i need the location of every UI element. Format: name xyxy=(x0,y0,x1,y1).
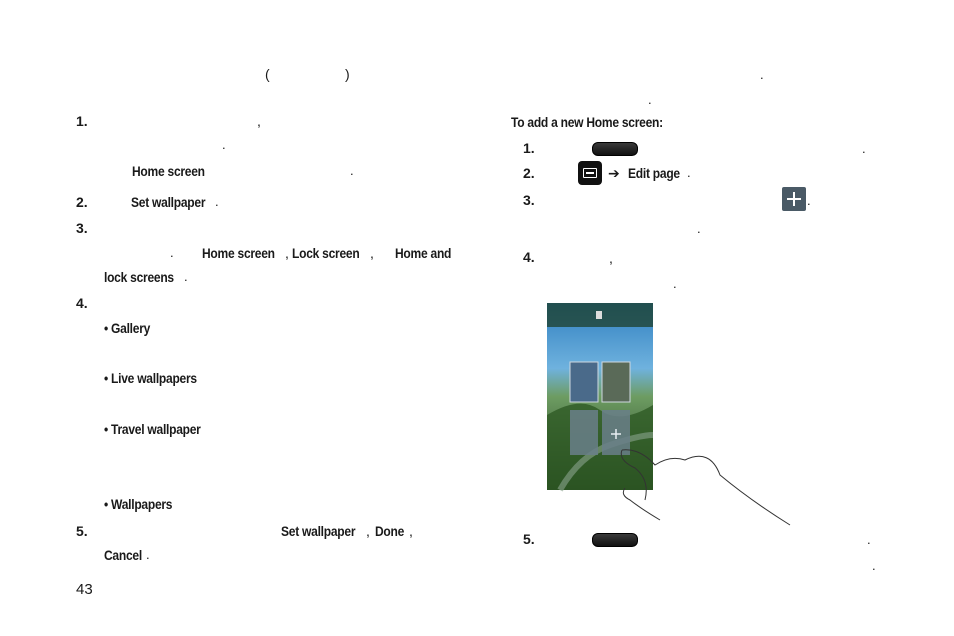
left-step2-set-wallpaper: Set wallpaper xyxy=(131,194,206,210)
device-home-screens-illustration xyxy=(547,303,654,492)
right-step5-number: 5. xyxy=(523,531,535,547)
left-step1-home-screen: Home screen xyxy=(132,163,205,179)
home-key-icon xyxy=(592,142,638,156)
home-key-icon-2 xyxy=(592,533,638,547)
left-step3-sep2: , xyxy=(370,245,374,261)
left-step3-home-screen: Home screen xyxy=(202,245,275,261)
right-step3-dot: . xyxy=(697,221,701,236)
plus-icon xyxy=(782,187,806,211)
option-travel-wallpaper: • Travel wallpaper xyxy=(104,421,201,437)
left-step3-lock-screens: lock screens xyxy=(104,269,174,285)
option-live-wallpapers: • Live wallpapers xyxy=(104,370,197,386)
left-step5-set-wallpaper: Set wallpaper xyxy=(281,523,356,539)
arrow-icon: ➔ xyxy=(608,165,620,181)
left-step3-period: . xyxy=(184,269,188,284)
right-step4-dot: . xyxy=(673,276,677,291)
right-step1-number: 1. xyxy=(523,140,535,156)
left-step2-number: 2. xyxy=(76,194,88,210)
left-step5-done: Done xyxy=(375,523,405,539)
right-dot-b: . xyxy=(648,92,652,107)
right-dot-a: . xyxy=(760,67,764,82)
left-step3-number: 3. xyxy=(76,220,88,236)
section-heading: To add a new Home screen: xyxy=(511,114,663,130)
left-step1-comma: , xyxy=(257,113,261,129)
left-step3-home-and: Home and xyxy=(395,245,452,261)
left-step4-number: 4. xyxy=(76,295,88,311)
right-step3-period: . xyxy=(807,193,811,208)
hand-tap-illustration xyxy=(620,449,791,526)
left-step3-lock-screen: Lock screen xyxy=(292,245,360,261)
right-step1-dot: . xyxy=(862,141,866,156)
right-step5-dot1: . xyxy=(867,532,871,547)
right-step5-dot2: . xyxy=(872,558,876,573)
left-step2-period: . xyxy=(215,194,219,209)
left-step5-sep2: , xyxy=(409,523,413,539)
right-step4-comma: , xyxy=(609,250,613,266)
option-gallery: • Gallery xyxy=(104,320,151,336)
paren-close: ) xyxy=(345,66,350,82)
left-step5-cancel: Cancel xyxy=(104,547,142,563)
right-step3-number: 3. xyxy=(523,192,535,208)
left-step5-period: . xyxy=(146,547,150,562)
paren-open: ( xyxy=(265,66,270,82)
left-step1-number: 1. xyxy=(76,113,88,129)
left-step1-dot2: . xyxy=(350,163,354,178)
left-step1-dot: . xyxy=(222,137,226,152)
edit-page-label: Edit page xyxy=(628,165,680,181)
right-step2-period: . xyxy=(687,165,691,180)
right-step2-number: 2. xyxy=(523,165,535,181)
page-number: 43 xyxy=(76,581,93,598)
left-step5-sep1: , xyxy=(366,523,370,539)
right-step4-number: 4. xyxy=(523,249,535,265)
left-step5-number: 5. xyxy=(76,523,88,539)
left-step3-sep1: , xyxy=(285,245,289,261)
option-wallpapers: • Wallpapers xyxy=(104,496,173,512)
left-step3-dot: . xyxy=(170,245,174,260)
menu-icon xyxy=(578,161,602,185)
